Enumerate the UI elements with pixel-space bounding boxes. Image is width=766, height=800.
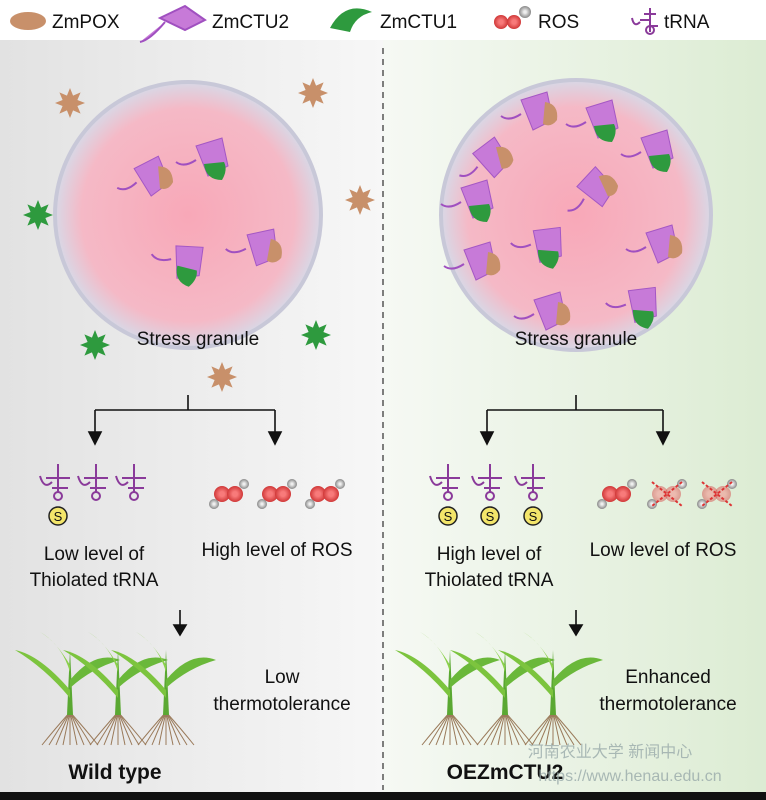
trna-icon: S	[429, 464, 460, 526]
zmctu1-icon	[330, 8, 372, 32]
right-outcome-1: Enhanced	[625, 667, 711, 688]
ctu2-ctu1-complex	[175, 137, 229, 180]
ctu2-pox-complex	[116, 155, 174, 197]
maize-plant-icon	[498, 632, 603, 746]
free-zmpox-icon	[55, 88, 85, 118]
ctu2-pox-complex	[567, 165, 619, 212]
zmpox-icon	[10, 12, 46, 30]
branch-arrows	[87, 395, 671, 637]
stress-granule-left	[53, 80, 323, 350]
ctu2-pox-complex	[513, 291, 571, 331]
ctu2-ctu1-complex	[565, 99, 619, 142]
granule-label-left: Stress granule	[137, 329, 260, 350]
zmctu2-icon	[139, 4, 207, 43]
left-ros-text: High level of ROS	[201, 540, 352, 561]
trna-icon	[631, 8, 658, 35]
left-trna-text-1: Low level of	[44, 544, 145, 565]
free-zmpox-icon	[207, 362, 237, 392]
left-outcome-2: thermotolerance	[213, 694, 350, 715]
ros-icon	[697, 479, 737, 509]
ctu2-ctu1-complex	[150, 245, 204, 287]
legend-label-zmctu2: ZmCTU2	[212, 12, 289, 33]
legend-label-zmctu1: ZmCTU1	[380, 12, 457, 33]
free-zmctu1-icon	[301, 320, 331, 350]
genotype-oe: OEZmCTU2	[447, 761, 564, 784]
ctu2-ctu1-complex	[605, 286, 657, 329]
legend: ZmPOX ZmCTU2 ZmCTU1 ROS tRNA	[10, 4, 710, 43]
trna-icon: S	[471, 464, 502, 526]
ctu2-ctu1-complex	[620, 129, 674, 172]
trna-icon	[115, 464, 146, 501]
trna-icon	[77, 464, 108, 501]
trna-icon: S	[39, 464, 70, 526]
ctu2-pox-complex	[443, 241, 501, 281]
bottom-bar	[0, 792, 766, 800]
genotype-wild-type: Wild type	[68, 761, 161, 784]
right-outcome-2: thermotolerance	[599, 694, 736, 715]
watermark-url: https://www.henau.edu.cn	[538, 768, 721, 785]
ctu2-pox-complex	[625, 224, 683, 264]
left-trna-text-2: Thiolated tRNA	[30, 570, 159, 591]
svg-text:S: S	[529, 509, 538, 524]
trna-icon: S	[514, 464, 545, 526]
stress-granule-right	[439, 78, 713, 352]
free-zmpox-icon	[345, 185, 375, 215]
ctu2-ctu1-complex	[510, 226, 562, 269]
ctu2-pox-complex	[459, 136, 514, 179]
ros-icon	[257, 479, 297, 509]
right-trna-text-1: High level of	[437, 544, 542, 565]
free-zmpox-icon	[298, 78, 328, 108]
legend-label-trna: tRNA	[664, 12, 710, 33]
maize-plant-icon	[111, 632, 216, 746]
svg-text:S: S	[444, 509, 453, 524]
svg-text:S: S	[54, 509, 63, 524]
ctu2-ctu1-complex	[440, 179, 494, 222]
ros-icon	[305, 479, 345, 509]
free-zmctu1-icon	[80, 330, 110, 360]
legend-label-ros: ROS	[538, 12, 579, 33]
free-zmctu1-icon	[23, 200, 53, 230]
maize-plant-icon	[450, 632, 555, 746]
right-ros-text: Low level of ROS	[590, 540, 737, 561]
left-outcome-1: Low	[265, 667, 300, 688]
ctu2-pox-complex	[500, 91, 558, 131]
ros-icon	[494, 6, 531, 29]
ctu2-pox-complex	[225, 228, 282, 267]
legend-label-zmpox: ZmPOX	[52, 12, 120, 33]
svg-text:S: S	[486, 509, 495, 524]
ros-icon	[647, 479, 687, 509]
watermark-name: 河南农业大学 新闻中心	[528, 743, 692, 761]
right-trna-text-2: Thiolated tRNA	[425, 570, 554, 591]
ros-icon	[597, 479, 637, 509]
granule-label-right: Stress granule	[515, 329, 638, 350]
ros-icon	[209, 479, 249, 509]
